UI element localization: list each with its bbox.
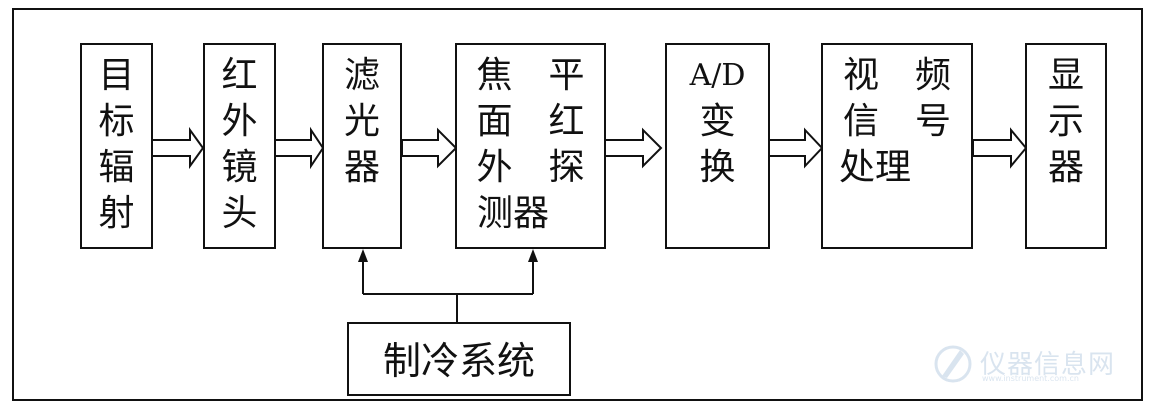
block-lens-line-3: 镜 [221, 147, 258, 188]
arrow-filter-to-fpa [401, 127, 458, 169]
block-target-line-3: 辐 [98, 147, 135, 188]
block-display-line-2: 示 [1047, 101, 1084, 142]
block-video-line-3: 处理 [839, 147, 912, 188]
block-adc-line-3: 换 [699, 147, 736, 188]
block-display-line-1: 显 [1047, 55, 1084, 96]
arrow-fpa-to-adc [604, 127, 663, 169]
block-video-processing: 视 频 信 号 处理 [821, 43, 973, 249]
watermark: 仪器信息网 www.instrument.com.cn [930, 340, 1140, 390]
watermark-logo-icon [934, 345, 972, 383]
block-filter-line-2: 光 [343, 101, 380, 142]
cooling-arrowhead-filter [358, 249, 368, 262]
block-adc-line-1: A/D [689, 58, 746, 93]
block-focal-plane-detector: 焦 平 面 红 外 探 测器 [455, 43, 606, 249]
arrow-video-to-display [972, 127, 1028, 169]
block-filter-line-3: 器 [343, 147, 380, 188]
block-ad-conversion: A/D 变 换 [665, 43, 770, 249]
block-video-line-2: 信 号 [842, 101, 951, 142]
arrow-target-to-lens [151, 126, 205, 170]
block-ir-lens: 红 外 镜 头 [203, 43, 276, 249]
cooling-arrowhead-fpa [528, 249, 538, 262]
block-lens-line-1: 红 [221, 55, 258, 96]
block-display: 显 示 器 [1025, 43, 1107, 249]
watermark-text: 仪器信息网 [980, 350, 1116, 380]
block-video-line-1: 视 频 [842, 55, 951, 96]
block-fpa-line-3: 外 探 [476, 147, 585, 188]
block-fpa-line-4: 测器 [477, 193, 550, 234]
block-target-line-1: 目 [98, 55, 135, 96]
block-filter: 滤 光 器 [322, 43, 402, 249]
block-fpa-line-1: 焦 平 [476, 55, 585, 96]
cooling-system-label: 制冷系统 [382, 339, 535, 383]
block-target-radiation: 目 标 辐 射 [80, 43, 153, 249]
block-adc-line-2: 变 [699, 101, 736, 142]
block-lens-line-2: 外 [221, 101, 258, 142]
arrow-adc-to-video [767, 127, 824, 169]
block-display-line-3: 器 [1047, 147, 1084, 188]
block-filter-line-1: 滤 [343, 55, 380, 96]
block-fpa-line-2: 面 红 [476, 101, 585, 142]
watermark-url: www.instrument.com.cn [982, 374, 1079, 383]
block-cooling-system: 制冷系统 [347, 322, 571, 396]
block-target-line-2: 标 [98, 101, 135, 142]
block-target-line-4: 射 [98, 193, 135, 234]
block-lens-line-4: 头 [221, 193, 258, 234]
arrow-lens-to-filter [274, 126, 325, 170]
